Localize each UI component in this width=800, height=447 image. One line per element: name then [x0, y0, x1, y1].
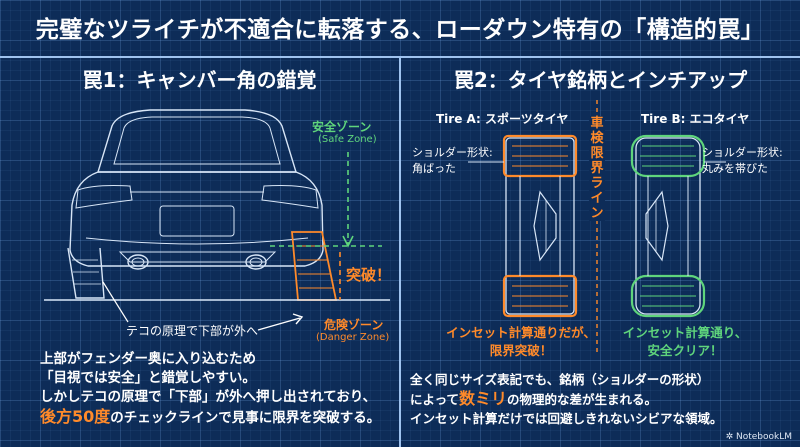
tire-b-result-line2: 安全クリア！	[647, 343, 723, 358]
trap2-text-line2-a: によって	[410, 392, 460, 407]
tire-b-label: Tire B: エコタイヤ	[641, 112, 750, 126]
trap1-text-line4: 後方50度のチェックラインで見事に限界を突破する。	[40, 407, 380, 428]
trap1-highlight: 後方50度	[40, 407, 111, 426]
trap2-text-line2: によって数ミリの物理的な差が生まれる。	[410, 389, 723, 409]
logo-text: NotebookLM	[735, 432, 792, 442]
trap2-highlight: 数ミリ	[459, 389, 508, 408]
notebooklm-logo: ✲ NotebookLM	[726, 432, 792, 442]
tire-a-shoulder-label: ショルダー形状:	[412, 146, 493, 159]
safe-zone-label-en: (Safe Zone)	[318, 134, 377, 145]
trap1-text-line1: 上部がフェンダー奥に入り込むため	[40, 351, 256, 367]
limit-line-label: 車検限界ライン	[589, 116, 605, 221]
tire-a-label: Tire A: スポーツタイヤ	[436, 112, 569, 126]
trap2-description: 全く同じサイズ表記でも、銘柄（ショルダーの形状） によって数ミリの物理的な差が生…	[410, 370, 723, 428]
section-divider	[399, 56, 401, 447]
trap1-text-line3: しかしテコの原理で「下部」が外へ押し出されており、	[40, 389, 377, 405]
tire-a-shoulder-value: 角ばった	[412, 162, 456, 175]
tire-a-drawing	[502, 134, 578, 318]
car-rear-illustration	[67, 109, 324, 299]
trap2-text-line1: 全く同じサイズ表記でも、銘柄（ショルダーの形状）	[410, 372, 710, 387]
danger-zone-label: 危険ゾーン	[324, 318, 384, 332]
tire-a-result-line1: インセット計算通りだが、	[446, 325, 596, 340]
trap2-text-line2-b: の物理的な差が生まれる。	[507, 392, 658, 407]
trap1-text-line2: 「目視では安全」と錯覚しやすい。	[40, 370, 256, 386]
breakthrough-label: 突破！	[346, 266, 392, 284]
trap1-description: 上部がフェンダー奥に入り込むため 「目視では安全」と錯覚しやすい。 しかしテコの…	[40, 350, 380, 428]
tire-b-shoulder-value: 丸みを帯びた	[702, 162, 768, 175]
tire-b-shoulder-label: ショルダー形状:	[702, 146, 783, 159]
logo-icon: ✲	[725, 432, 736, 442]
safe-zone-label: 安全ゾーン	[312, 120, 372, 134]
trap1-title: 罠1：キャンバー角の錯覚	[82, 68, 317, 92]
lever-principle-label: テコの原理で下部が外へ	[126, 324, 259, 338]
tire-a-result-line2: 限界突破！	[489, 343, 553, 358]
tire-b-drawing	[630, 134, 706, 318]
trap2-title: 罠2：タイヤ銘柄とインチアップ	[453, 68, 748, 92]
page-title: 完璧なツライチが不適合に転落する、ローダウン特有の「構造的罠」	[35, 17, 765, 43]
trap1-text-line4-rest: のチェックラインで見事に限界を突破する。	[110, 410, 381, 426]
trap2-text-line3: インセット計算だけでは回避しきれないシビアな領域。	[410, 411, 723, 426]
tire-b-result-line1: インセット計算通り、	[622, 325, 748, 340]
danger-zone-label-en: (Danger Zone)	[316, 332, 390, 343]
